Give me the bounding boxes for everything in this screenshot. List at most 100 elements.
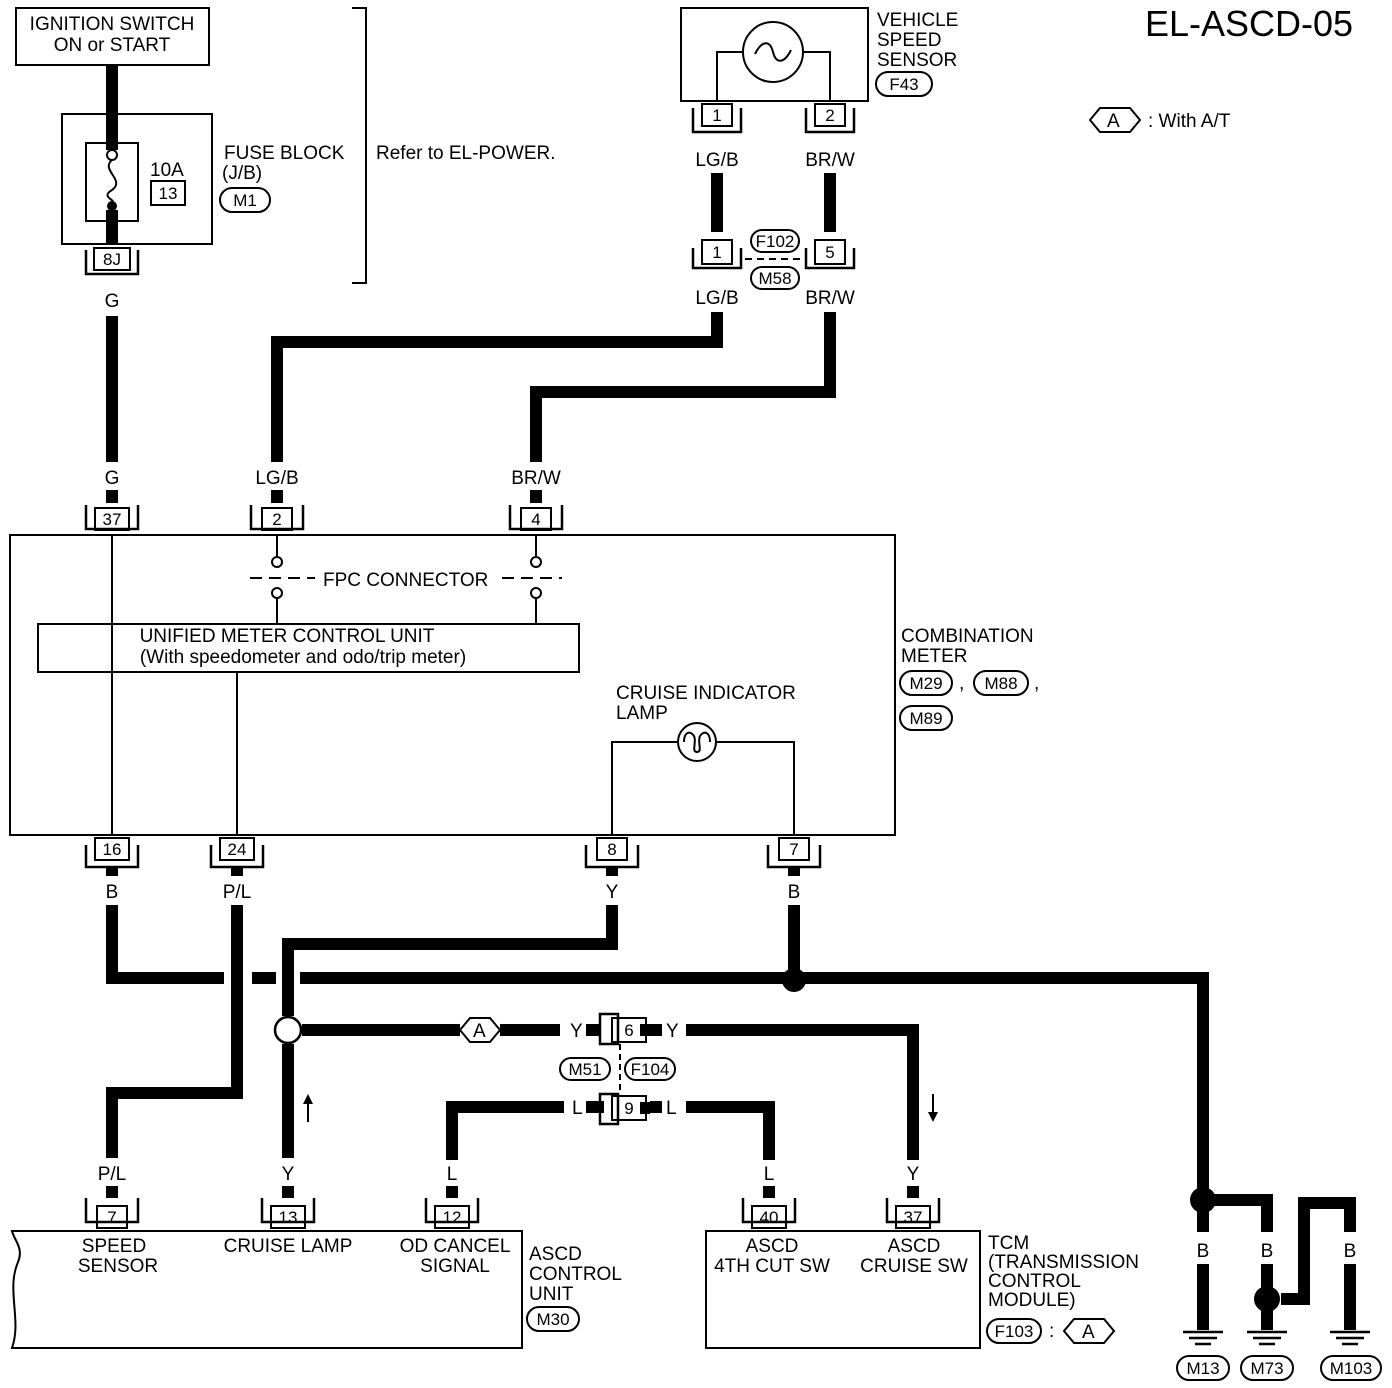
meter-pin37-box	[94, 507, 130, 531]
wire-lgb-lower	[271, 312, 723, 462]
ascd-pin12: 12	[443, 1208, 462, 1227]
wire-label-l-right: L	[666, 1098, 677, 1119]
wire-label-b-16: B	[106, 882, 119, 903]
tcm-tag: A	[1082, 1322, 1095, 1343]
tcm-box	[705, 1230, 981, 1349]
ascd-pin12-connector	[424, 1198, 480, 1224]
ascd-pin7-box	[96, 1205, 128, 1229]
meter-sep-2: ,	[1034, 673, 1039, 694]
vss-conn-id: F43	[889, 75, 918, 94]
joint-conn-bottom: M58	[758, 269, 791, 288]
inline-pin6: 6	[624, 1021, 633, 1040]
vss-wave-icon	[754, 42, 792, 62]
tcm-conn: F103	[995, 1322, 1034, 1341]
ascd-conn: M30	[536, 1310, 569, 1329]
tcm-4th-cut-2: 4TH CUT SW	[714, 1256, 830, 1277]
wire-brw-lower	[530, 312, 836, 462]
power-bracket	[352, 7, 367, 284]
fuse-terminal-bottom	[107, 201, 117, 211]
meter-pin24-box	[219, 837, 255, 861]
lamp-internal-wires	[611, 741, 795, 835]
wire-label-brw-2: BR/W	[805, 288, 855, 309]
joint-pin1-connector	[691, 248, 743, 270]
ascd-control-unit-box	[10, 1230, 523, 1349]
tcm-colon: :	[1049, 1321, 1054, 1342]
wire-label-l-ascd: L	[447, 1164, 458, 1185]
meter-conn1: M29	[909, 674, 942, 693]
wire-label-y-8: Y	[606, 882, 619, 903]
tcm-pin40-connector	[741, 1198, 797, 1224]
ground-m103: M103	[1330, 1359, 1373, 1378]
wire-ground-to-m73	[1203, 1194, 1273, 1232]
tcm-pin37: 37	[904, 1208, 923, 1227]
splice-ground-2	[1254, 1286, 1280, 1312]
combination-meter-box	[9, 534, 896, 836]
meter-pin24: 24	[228, 840, 247, 859]
fuse-number: 13	[159, 184, 178, 203]
meter-pin37: 37	[103, 510, 122, 529]
wire-l-to-ascd	[446, 1101, 564, 1160]
tcm-pin37-box	[895, 1205, 931, 1229]
splice-b-bus	[782, 968, 806, 992]
umcu-label-1: UNIFIED METER CONTROL UNIT	[140, 626, 435, 647]
tcm-4th-cut-1: ASCD	[746, 1236, 799, 1257]
ground-symbol-icon-m73	[1247, 1330, 1287, 1346]
legend-tag-shape	[1088, 107, 1142, 133]
wire-label-pl-ascd: P/L	[98, 1164, 127, 1185]
fuse-block-box	[61, 113, 213, 245]
ground-m73: M73	[1250, 1359, 1283, 1378]
tcm-pin40-box	[751, 1205, 787, 1229]
ascd-pin13-box	[270, 1205, 306, 1229]
meter-pin7-box	[778, 837, 810, 861]
meter-pin2: 2	[272, 510, 281, 529]
inline-conn-left: M51	[568, 1060, 601, 1079]
meter-conn2: M88	[984, 674, 1017, 693]
meter-conn1-oval	[899, 670, 953, 696]
wire-label-lgb-1: LG/B	[695, 150, 738, 171]
inline-left-housing-6	[598, 1012, 620, 1046]
wire-ground-to-m103	[1281, 1197, 1356, 1305]
meter-pin16: 16	[103, 840, 122, 859]
vss-pin2-box	[814, 103, 846, 127]
joint-conn-bottom-oval	[750, 266, 800, 290]
pin-8j: 8J	[103, 250, 121, 269]
vss-internal-wires	[716, 51, 831, 101]
meter-pin16-box	[94, 837, 130, 861]
wire-pl	[106, 905, 243, 1158]
fpc-terminal-4b	[530, 587, 542, 599]
ascd-name-3: UNIT	[529, 1284, 574, 1305]
tcm-tag-shape	[1062, 1318, 1116, 1344]
meter-sep-1: ,	[959, 673, 964, 694]
fpc-terminal-4a	[530, 556, 542, 568]
lamp-label-2: LAMP	[616, 703, 668, 724]
vss-pin1-box	[701, 103, 733, 127]
legend-text: : With A/T	[1148, 111, 1231, 132]
refer-el-power: Refer to EL-POWER.	[376, 143, 556, 164]
vss-pin2-connector	[804, 108, 856, 134]
vss-pin1-connector	[691, 108, 743, 134]
umcu-label-2: (With speedometer and odo/trip meter)	[140, 647, 466, 668]
fuse-element-icon	[106, 159, 118, 203]
joint-pin5: 5	[825, 243, 834, 262]
ascd-pin13-connector	[260, 1198, 316, 1224]
wire-label-l-tcm: L	[764, 1164, 775, 1185]
ascd-speed-sensor-2: SENSOR	[78, 1256, 158, 1277]
wire-label-b-g2: B	[1261, 1241, 1274, 1262]
wire-label-y-right: Y	[666, 1021, 679, 1042]
inline-conn-left-oval	[559, 1057, 611, 1081]
wire-label-lgb-2: LG/B	[695, 288, 738, 309]
ignition-label-2: ON or START	[54, 35, 171, 56]
tcm-cruise-sw-1: ASCD	[888, 1236, 941, 1257]
fuse-block-label-1: FUSE BLOCK	[224, 143, 345, 164]
ground-m13-oval	[1176, 1355, 1230, 1381]
wire-y-8	[282, 905, 618, 1016]
ascd-conn-oval	[526, 1306, 580, 1332]
meter-conn3: M89	[909, 709, 942, 728]
ground-symbol-icon-m13	[1183, 1330, 1223, 1346]
joint-conn-top: F102	[756, 232, 795, 251]
wire-label-lgb-3: LG/B	[255, 468, 298, 489]
ascd-cruise-lamp: CRUISE LAMP	[224, 1236, 353, 1257]
tcm-name-4: MODULE)	[988, 1290, 1076, 1311]
option-tag-a: A	[473, 1021, 486, 1042]
